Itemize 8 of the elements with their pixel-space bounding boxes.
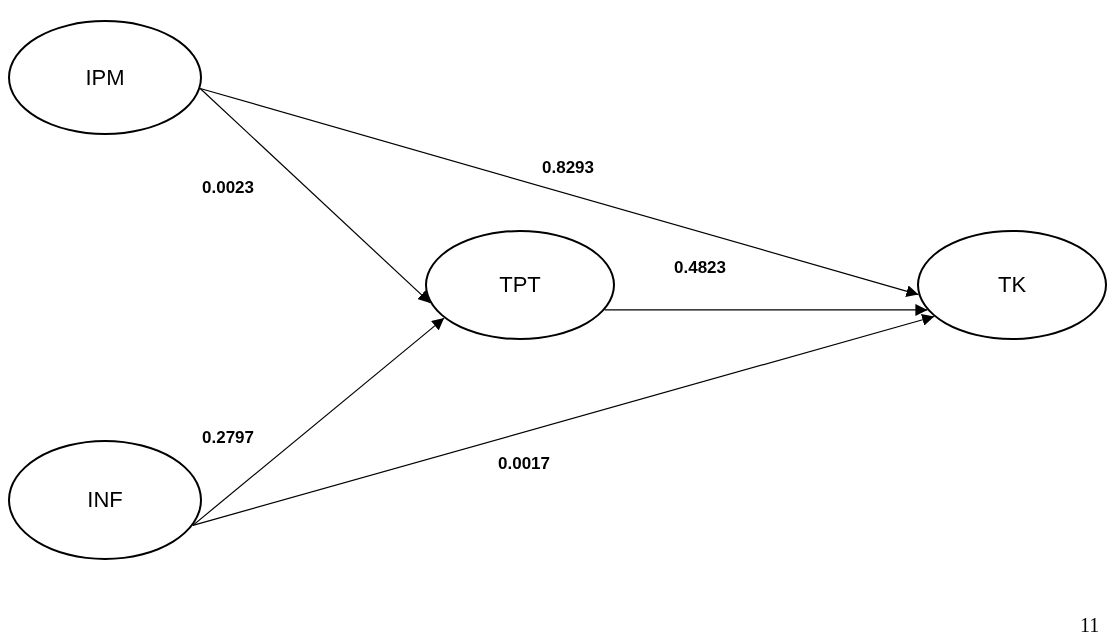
node-label: INF <box>87 487 123 513</box>
arrow <box>192 314 935 526</box>
arrow <box>604 303 928 316</box>
arrow <box>192 317 445 526</box>
node-label: IPM <box>85 64 125 91</box>
page-number: 11 <box>1080 614 1100 637</box>
node-label: TK <box>997 272 1027 298</box>
node-label: TPT <box>499 272 541 298</box>
